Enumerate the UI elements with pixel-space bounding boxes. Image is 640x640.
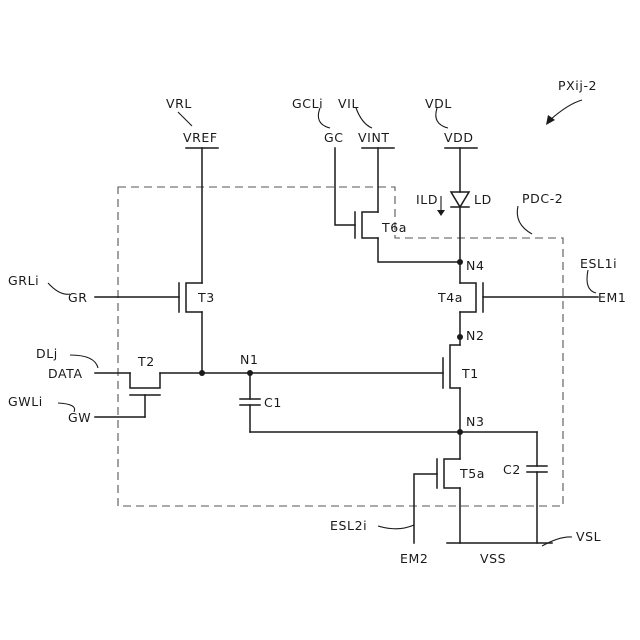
t3-label: T3 [197,290,215,305]
esl1i-label: ESL1i [580,256,617,271]
n4-label: N4 [466,258,485,273]
vref-label: VREF [183,130,218,145]
grli-label: GRLi [8,273,39,288]
vint-label: VINT [358,130,390,145]
ild-arrow-head [437,210,445,216]
t5a-channel [444,459,460,488]
esl1i-leader [587,270,596,293]
vdl-leader [436,108,448,128]
vrl-label: VRL [166,96,192,111]
n1-label: N1 [240,352,259,367]
vil-label: VIL [338,96,359,111]
gcli-label: GCLi [292,96,323,111]
n2-label: N2 [466,328,485,343]
esl2i-leader [378,525,414,529]
c2-label: C2 [503,462,521,477]
dlj-label: DLj [36,346,58,361]
light-emitting-diode-symbol [451,192,469,207]
grli-leader [48,283,70,294]
n3-node-dot [457,429,463,435]
vrl-leader [178,112,192,126]
gc-label: GC [324,130,344,145]
t6a-label: T6a [381,220,407,235]
t1-channel [450,345,460,388]
data-label: DATA [48,366,83,381]
t2-channel [130,373,160,388]
em2-label: EM2 [400,551,428,566]
vsl-label: VSL [576,529,601,544]
t1-label: T1 [461,366,479,381]
c1-label: C1 [264,395,282,410]
vsl-leader [542,537,572,546]
t4a-label: T4a [437,290,463,305]
em2-wire [414,474,437,543]
gwli-label: GWLi [8,394,43,409]
esl2i-label: ESL2i [330,518,367,533]
gr-label: GR [68,290,88,305]
t5a-label: T5a [459,466,485,481]
t6a-channel [362,212,378,238]
gcli-leader [318,108,330,128]
n2-node-dot [457,334,463,340]
figure-label: PXij-2 [558,78,597,93]
vil-leader [356,108,372,128]
pdc-2-leader [517,206,532,234]
vdl-label: VDL [425,96,452,111]
ild-label: ILD [416,192,438,207]
n3-label: N3 [466,414,485,429]
pixel-driving-circuit-boundary [118,187,563,506]
em1-label: EM1 [598,290,626,305]
vdd-label: VDD [444,130,474,145]
t2-label: T2 [137,354,155,369]
t6a-to-n4-wire [378,238,460,262]
ld-label: LD [474,192,492,207]
gw-label: GW [68,410,91,425]
n1-junction-dot [199,370,205,376]
pointer-arrow [550,100,582,120]
region-label: PDC-2 [522,191,563,206]
vss-label: VSS [480,551,506,566]
